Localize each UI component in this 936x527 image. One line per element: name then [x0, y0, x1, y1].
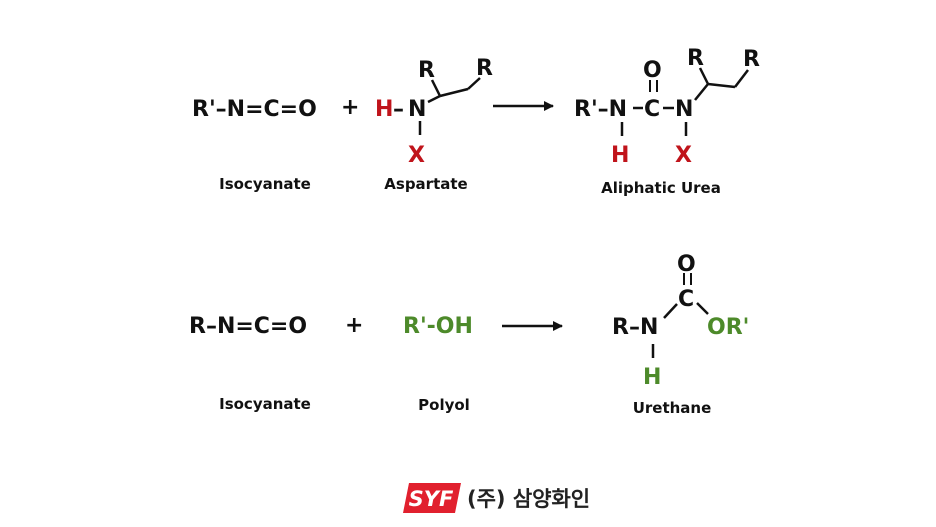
bond-ch-ch2-product [707, 82, 736, 89]
aspartate-h-atom: H [375, 97, 393, 122]
aliphatic-urea-structure: R'–N C O N R R H X [574, 46, 760, 168]
bond-ch-ch2 [439, 87, 469, 98]
label-aspartate: Aspartate [384, 175, 467, 193]
reaction-2: R–N=C=O + R'-OH R–N C O OR' H Isocyanate… [189, 252, 749, 417]
urethane-h-atom: H [643, 365, 661, 390]
company-logo: SYF (주) 삼양화인 [403, 480, 590, 516]
bond-n-c-urethane [663, 303, 678, 319]
urea-r1-group: R [687, 46, 704, 71]
urethane-structure: R–N C O OR' H [612, 252, 749, 390]
aspartate-r2-group: R [476, 56, 493, 81]
urea-r-prime-n: R'–N [574, 97, 627, 122]
bond-ch-r [430, 79, 442, 97]
bond-n-ch [427, 94, 441, 104]
isocyanate-formula-1: R'–N=C=O [192, 97, 317, 122]
aspartate-r1-group: R [418, 58, 435, 83]
bond-ch2-r-product [734, 69, 749, 88]
bond-ch2-r [467, 77, 481, 90]
aspartate-structure: H – N R R X [375, 56, 493, 168]
plus-sign-1: + [341, 95, 359, 120]
urethane-c-atom: C [678, 287, 694, 312]
urethane-r-n: R–N [612, 315, 658, 340]
aspartate-n-atom: N [408, 97, 426, 122]
syf-logo-mark: SYF [403, 483, 461, 513]
urea-x-group: X [675, 143, 692, 168]
polyol-formula: R'-OH [403, 314, 473, 339]
label-urethane: Urethane [633, 399, 712, 417]
bond-c-or [696, 302, 709, 315]
isocyanate-formula-2: R–N=C=O [189, 314, 307, 339]
reaction-1: R'–N=C=O + H – N R R X R'–N C O N [192, 46, 760, 197]
company-name: (주) 삼양화인 [467, 487, 591, 511]
urea-r2-group: R [743, 47, 760, 72]
aspartate-dash: – [393, 97, 404, 122]
label-polyol: Polyol [418, 396, 470, 414]
urethane-o-atom: O [677, 252, 696, 277]
label-aliphatic-urea: Aliphatic Urea [601, 179, 721, 197]
logo-mark-text: SYF [409, 487, 454, 511]
urethane-or-group: OR' [707, 315, 749, 340]
bond-n-ch-product [694, 83, 709, 101]
aspartate-x-group: X [408, 143, 425, 168]
plus-sign-2: + [345, 313, 363, 338]
urea-n-atom: N [675, 97, 693, 122]
label-isocyanate-1: Isocyanate [219, 175, 311, 193]
label-isocyanate-2: Isocyanate [219, 395, 311, 413]
urea-h-atom: H [611, 143, 629, 168]
urea-c-atom: C [644, 97, 660, 122]
bond-ch-r-product [698, 67, 710, 85]
urea-o-atom: O [643, 58, 662, 83]
